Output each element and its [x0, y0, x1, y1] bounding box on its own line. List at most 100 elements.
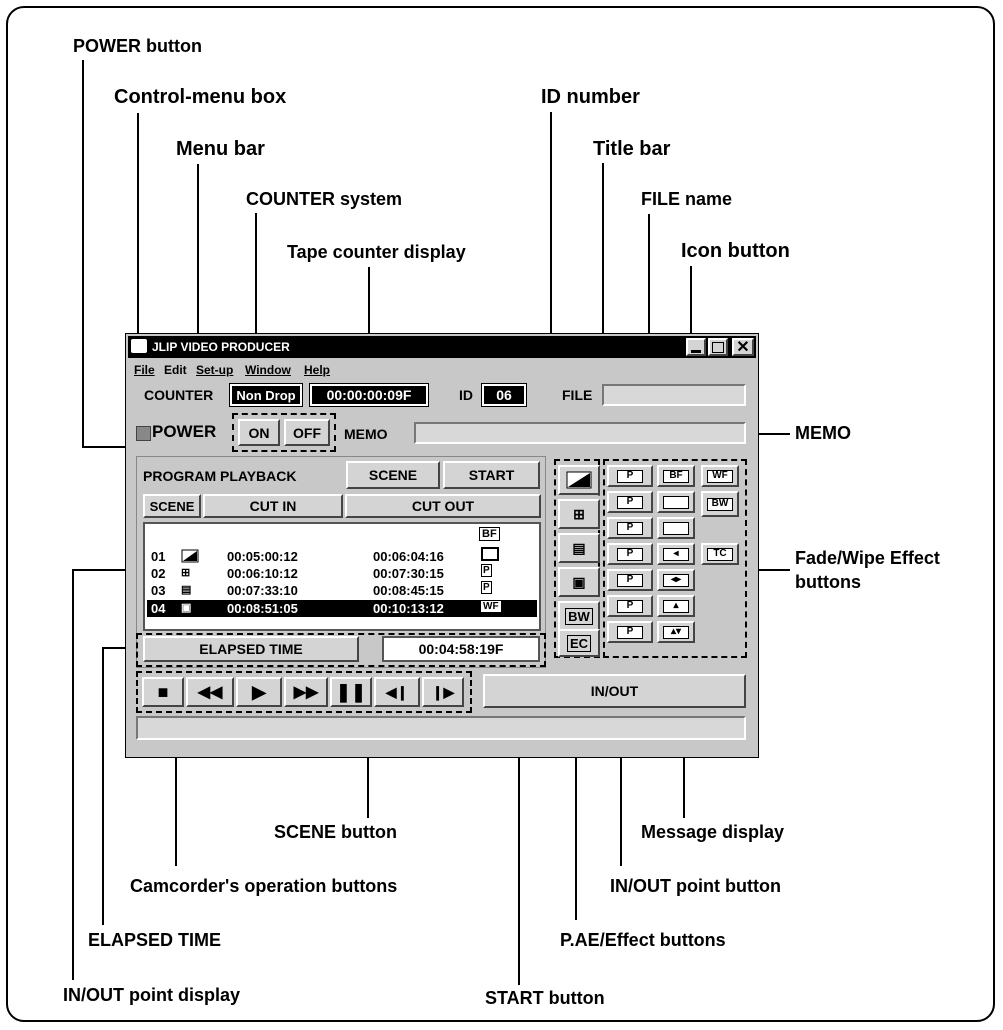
tc-icon: TC	[707, 547, 733, 561]
rewind-button[interactable]: ◀◀	[186, 677, 234, 707]
pae-ec-button[interactable]: EC	[558, 629, 600, 657]
row-scene-number: 04	[151, 601, 166, 616]
callout-control-menu-box: Control-menu box	[114, 86, 287, 108]
frame-back-icon: ◀❙	[385, 683, 409, 700]
pause-icon: ❚❚	[335, 681, 367, 702]
menu-item-help[interactable]: Help	[304, 363, 330, 377]
memo-label: MEMO	[344, 426, 388, 442]
row-scene-number: 01	[151, 549, 166, 564]
callout-elapsed-time: ELAPSED TIME	[88, 930, 222, 950]
slide-left-icon: ◂	[663, 547, 689, 561]
window-p-icon: P	[617, 521, 643, 535]
power-off-button[interactable]: OFF	[284, 419, 330, 446]
door-icon: ◂▸	[663, 573, 689, 587]
fast-forward-button[interactable]: ▶▶	[284, 677, 328, 707]
menu-label-help: Help	[304, 363, 331, 377]
start-button[interactable]: START	[443, 461, 540, 489]
scene-button[interactable]: SCENE	[346, 461, 440, 489]
shutter-p-icon: P	[617, 625, 643, 639]
wipe-p-icon: P	[481, 564, 492, 577]
wipe-slide-p-button[interactable]: P	[607, 465, 653, 487]
menu-item-edit[interactable]: Edit	[164, 363, 187, 377]
slide-left-p-icon: P	[617, 547, 643, 561]
pae-bw-label: BW	[565, 607, 593, 625]
pae-bw-button[interactable]: BW	[558, 601, 600, 631]
wipe-corner-p-button[interactable]: P	[607, 491, 653, 513]
row-cut-in: 00:06:10:12	[227, 566, 298, 581]
mosaic-icon: ⊞	[181, 567, 191, 579]
counter-label: COUNTER	[144, 387, 214, 403]
column-header-cut-in[interactable]: CUT IN	[203, 494, 343, 518]
window-icon	[663, 521, 689, 535]
fade-bw-button[interactable]: BW	[701, 491, 739, 517]
close-button[interactable]: ✕	[732, 338, 754, 356]
counter-mode-button[interactable]: Non Drop	[229, 383, 303, 407]
time-code-button[interactable]: TC	[701, 543, 739, 565]
wipe-scroll-button[interactable]: ▴	[657, 595, 695, 617]
frame-forward-button[interactable]: ❙▶	[422, 677, 464, 707]
diagram-frame	[6, 6, 995, 1022]
close-icon: ✕	[736, 339, 750, 356]
power-on-button[interactable]: ON	[238, 419, 280, 446]
door-p-icon: P	[617, 573, 643, 587]
pae-strobe-button[interactable]: ▤	[558, 533, 600, 563]
memo-field[interactable]	[414, 422, 746, 444]
callout-tape-counter-display: Tape counter display	[287, 242, 466, 262]
frame-back-button[interactable]: ◀❙	[374, 677, 420, 707]
minimize-icon	[691, 349, 701, 353]
pae-mosaic-button[interactable]: ⊞	[558, 499, 600, 529]
column-header-scene[interactable]: SCENE	[143, 494, 201, 518]
wipe-slide-left-button[interactable]: ◂	[657, 543, 695, 565]
menu-item-window[interactable]: Window	[245, 363, 291, 377]
wipe-window-p-button[interactable]: P	[607, 517, 653, 539]
title-bar[interactable]: JLIP VIDEO PRODUCER ✕	[128, 336, 756, 358]
wipe-corner-button[interactable]	[657, 491, 695, 513]
menu-label-file: File	[134, 363, 155, 377]
fade-wf-button[interactable]: WF	[701, 465, 739, 487]
file-label: FILE	[562, 387, 593, 403]
wipe-shutter-p-button[interactable]: P	[607, 621, 653, 643]
callout-pae-effect-buttons: P.AE/Effect buttons	[560, 930, 726, 950]
wipe-window-button[interactable]	[657, 517, 695, 539]
strobe-icon: ▤	[572, 539, 586, 556]
minimize-button[interactable]	[686, 338, 706, 356]
callout-message-display: Message display	[641, 822, 785, 842]
wipe-shutter-button[interactable]: ▴▾	[657, 621, 695, 643]
row-cut-out: 00:07:30:15	[373, 566, 444, 581]
pae-effect-group: ⊞ ▤ ▣ BW EC	[554, 459, 600, 658]
callout-memo: MEMO	[795, 423, 851, 443]
fade-bf-button[interactable]: BF	[657, 465, 695, 487]
elapsed-group	[136, 633, 546, 667]
stop-button[interactable]: ■	[142, 677, 184, 707]
film-icon: ▣	[572, 573, 586, 590]
frame-forward-icon: ❙▶	[431, 683, 455, 700]
menu-item-setup[interactable]: Set-up	[196, 363, 233, 377]
row-cut-in: 00:07:33:10	[227, 583, 298, 598]
pae-fade-button[interactable]	[558, 465, 600, 495]
wipe-door-button[interactable]: ◂▸	[657, 569, 695, 591]
menu-label-window: Window	[245, 363, 291, 377]
play-button[interactable]: ▶	[236, 677, 282, 707]
maximize-button[interactable]	[708, 338, 728, 356]
stop-icon: ■	[157, 681, 169, 702]
pause-button[interactable]: ❚❚	[330, 677, 372, 707]
pae-film-button[interactable]: ▣	[558, 567, 600, 597]
column-header-cut-out[interactable]: CUT OUT	[345, 494, 541, 518]
wipe-door-p-button[interactable]: P	[607, 569, 653, 591]
program-playback-title: PROGRAM PLAYBACK	[143, 468, 297, 484]
menu-item-file[interactable]: File	[134, 363, 155, 377]
fade-icon	[566, 471, 592, 489]
scene-list[interactable]: BF 01 00:05:00:12 00:06:04:16 02 ⊞ 00:06…	[143, 522, 541, 631]
elapsed-time-button[interactable]: ELAPSED TIME	[143, 636, 359, 662]
file-name-display	[602, 384, 746, 406]
wipe-scroll-p-button[interactable]: P	[607, 595, 653, 617]
maximize-icon	[712, 341, 724, 353]
elapsed-time-display: 00:04:58:19F	[382, 636, 540, 662]
control-menu-icon[interactable]	[131, 339, 147, 353]
wipe-slide-left-p-button[interactable]: P	[607, 543, 653, 565]
bf-icon: BF	[663, 469, 689, 483]
table-row-selected[interactable]: 04 ▣ 00:08:51:05 00:10:13:12 WF	[147, 600, 537, 617]
inout-point-button[interactable]: IN/OUT	[483, 674, 746, 708]
app-window: JLIP VIDEO PRODUCER ✕ File Edit Set-up W…	[125, 333, 759, 758]
slide-p-icon: P	[481, 581, 492, 594]
